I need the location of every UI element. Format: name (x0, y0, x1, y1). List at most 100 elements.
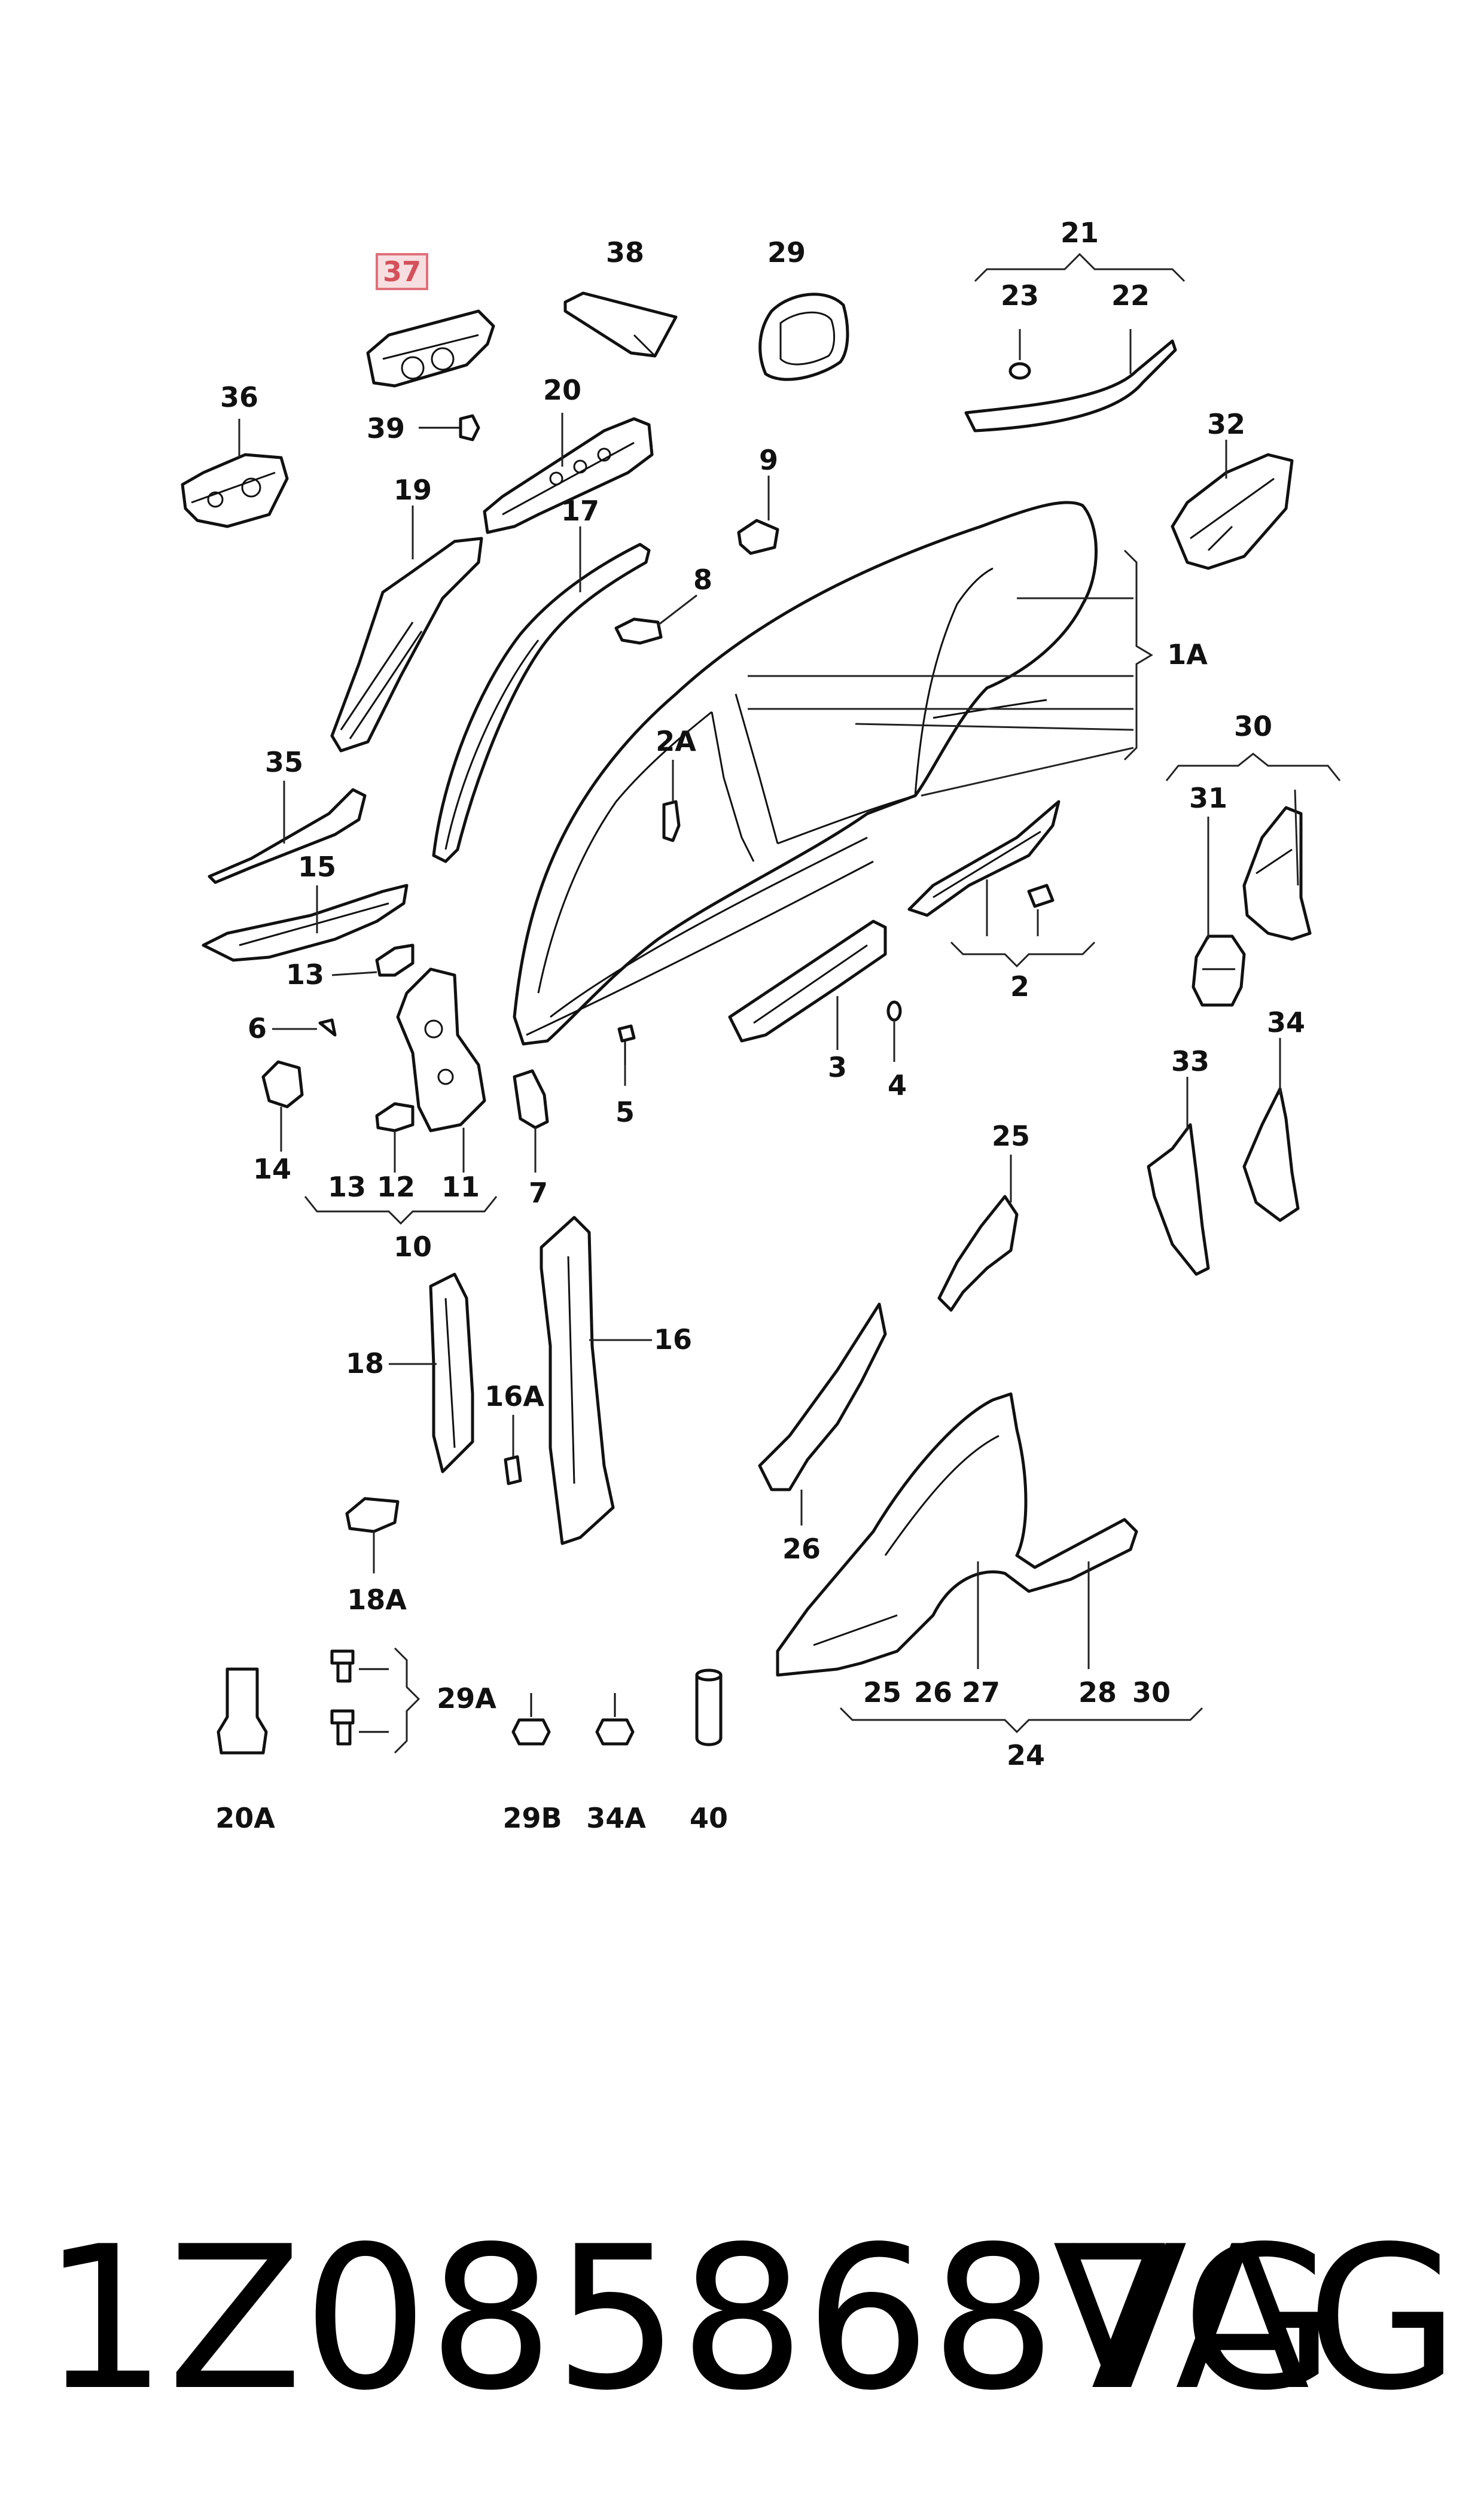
callout-22[interactable]: 22 (1111, 279, 1150, 312)
part-32-bracket (1171, 453, 1294, 570)
group-1A-bracket (1123, 549, 1153, 761)
callout-18A[interactable]: 18A (347, 1584, 407, 1616)
callout-13-bottom[interactable]: 13 (328, 1171, 366, 1203)
part-34-panel (1242, 1087, 1300, 1222)
callout-26-bottom[interactable]: 26 (914, 1676, 952, 1709)
callout-31[interactable]: 31 (1189, 782, 1227, 814)
part-30-panel (1242, 806, 1312, 941)
callout-37[interactable]: 37 (383, 255, 421, 288)
callout-29[interactable]: 29 (767, 236, 806, 269)
part-35-strip (208, 788, 367, 884)
callout-34A[interactable]: 34A (586, 1802, 646, 1834)
part-6-clip (318, 1018, 337, 1037)
part-18-trim (429, 1272, 474, 1473)
part-2-sill-inner (907, 800, 1061, 917)
part-3-sill (728, 919, 887, 1043)
group-2-bracket (950, 941, 1096, 968)
callout-40[interactable]: 40 (690, 1802, 728, 1834)
callout-10[interactable]: 10 (394, 1231, 432, 1263)
callout-4[interactable]: 4 (888, 1069, 907, 1101)
callout-23[interactable]: 23 (1001, 279, 1039, 312)
part-36-bracket (181, 453, 289, 528)
callout-8[interactable]: 8 (693, 564, 712, 596)
callout-20A[interactable]: 20A (215, 1802, 275, 1834)
callout-7[interactable]: 7 (529, 1177, 548, 1209)
group-24-bracket (839, 1707, 1203, 1734)
callout-17[interactable]: 17 (561, 495, 599, 527)
callout-29B[interactable]: 29B (502, 1802, 562, 1834)
callout-19[interactable]: 19 (394, 474, 432, 506)
part-20-roof-rail (483, 417, 654, 534)
group-21-bracket (974, 252, 1186, 282)
part-22-strip (964, 339, 1177, 433)
callout-33[interactable]: 33 (1171, 1045, 1209, 1077)
part-7-bracket (513, 1069, 549, 1129)
callout-26-top[interactable]: 26 (782, 1533, 821, 1565)
callout-5[interactable]: 5 (615, 1096, 635, 1128)
callout-1A[interactable]: 1A (1167, 638, 1208, 671)
group-30-bracket-top (1165, 753, 1341, 781)
part-14-bracket (261, 1060, 304, 1109)
callout-34[interactable]: 34 (1267, 1006, 1305, 1039)
callout-14[interactable]: 14 (253, 1153, 291, 1185)
callout-35[interactable]: 35 (265, 746, 303, 778)
callout-16A[interactable]: 16A (484, 1380, 544, 1412)
part-27-wheelhouse (776, 1392, 1138, 1677)
footer-brand: VAG (1053, 2204, 1459, 2434)
part-29B-bolt (511, 1693, 551, 1746)
part-19-pillar (330, 537, 483, 753)
part-26-wheelhouse (758, 1302, 887, 1491)
callout-28[interactable]: 28 (1078, 1676, 1117, 1709)
callout-37-highlight-box (376, 253, 428, 290)
part-33-panel (1147, 1123, 1210, 1276)
callout-2A[interactable]: 2A (656, 725, 696, 757)
group-10-bracket (304, 1196, 498, 1225)
callout-27[interactable]: 27 (962, 1676, 1000, 1709)
part-34A-bolt (595, 1693, 635, 1746)
callout-15[interactable]: 15 (298, 851, 336, 883)
callout-25-bottom[interactable]: 25 (863, 1676, 901, 1709)
part-8-bracket (614, 617, 663, 645)
part-18A-pad (345, 1497, 400, 1533)
part-23-clip (1008, 362, 1031, 380)
callout-20[interactable]: 20 (543, 374, 581, 406)
part-4-plug (886, 1000, 902, 1022)
part-15-sill (202, 884, 409, 962)
part-2A-clip (662, 800, 681, 842)
footer-part-number: 1Z0858687G (42, 2204, 1334, 2434)
callout-29A[interactable]: 29A (437, 1682, 496, 1715)
callout-36[interactable]: 36 (220, 381, 258, 413)
callout-9[interactable]: 9 (759, 444, 778, 476)
callout-25-top[interactable]: 25 (992, 1120, 1030, 1152)
callout-24[interactable]: 24 (1007, 1739, 1045, 1771)
callout-39[interactable]: 39 (367, 412, 405, 444)
part-9-plate (737, 519, 779, 555)
part-13-cap-a (375, 943, 415, 977)
part-5-screw (617, 1024, 636, 1065)
callout-18[interactable]: 18 (346, 1347, 384, 1380)
part-17-frame (432, 543, 651, 863)
callout-2[interactable]: 2 (1010, 970, 1029, 1003)
part-29-seal (758, 293, 849, 381)
callout-32[interactable]: 32 (1207, 408, 1245, 440)
callout-13-top[interactable]: 13 (286, 958, 324, 991)
callout-30-top[interactable]: 30 (1234, 710, 1272, 742)
part-40-plug (695, 1668, 723, 1746)
part-25-bracket (937, 1195, 1019, 1312)
callout-6[interactable]: 6 (248, 1012, 267, 1045)
part-16A-clip (504, 1455, 522, 1485)
callout-11[interactable]: 11 (441, 1171, 480, 1203)
part-38-strip (563, 291, 678, 358)
callout-30-bottom[interactable]: 30 (1132, 1676, 1171, 1709)
part-11-pillar-inner (396, 967, 486, 1132)
part-1A-side-panel (513, 501, 1098, 1046)
callout-16[interactable]: 16 (654, 1323, 692, 1356)
part-31-bracket (1192, 934, 1246, 1007)
part-37-bracket (366, 309, 495, 388)
part-29A-screws (330, 1649, 389, 1746)
callout-3[interactable]: 3 (828, 1051, 847, 1083)
callout-21[interactable]: 21 (1061, 217, 1099, 249)
callout-12[interactable]: 12 (377, 1171, 415, 1203)
callout-38[interactable]: 38 (606, 236, 644, 269)
